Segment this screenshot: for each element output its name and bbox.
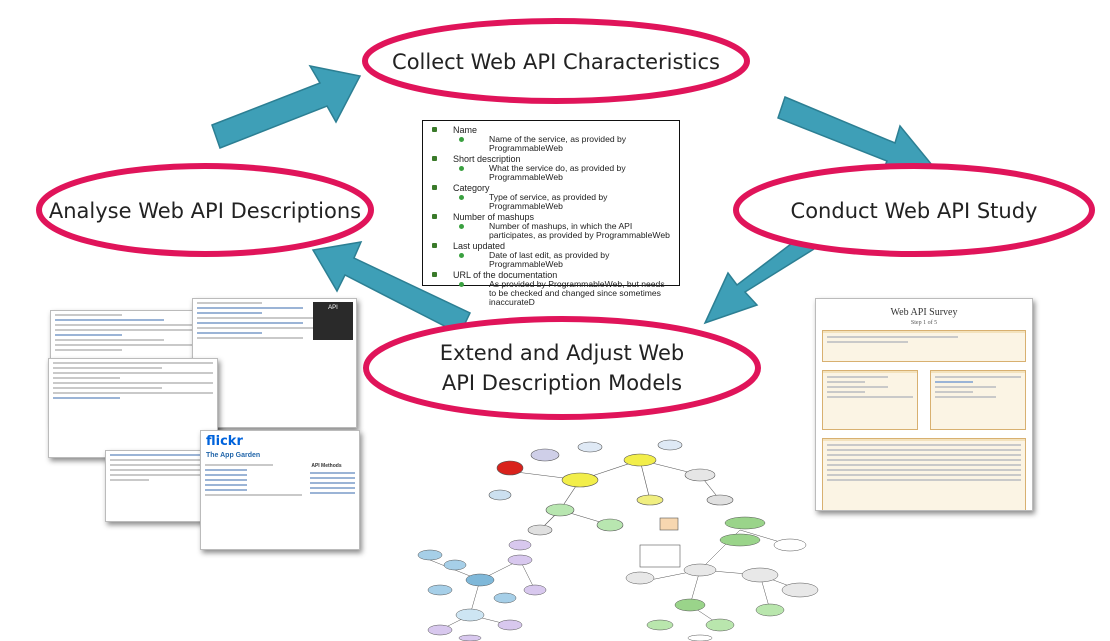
char-desc-4: Date of last edit, as provided by Progra… <box>429 251 673 269</box>
delicious-badge: API <box>313 302 353 340</box>
char-name-5: URL of the documentation <box>429 270 673 280</box>
model-graph-green <box>625 516 819 641</box>
flickr-heading: The App Garden <box>206 452 261 459</box>
char-desc-0: Name of the service, as provided by Prog… <box>429 135 673 153</box>
char-name-0: Name <box>429 125 673 135</box>
char-name-1: Short description <box>429 154 673 164</box>
flickr-logo: flickr <box>206 434 243 449</box>
model-graph-blue <box>417 539 547 641</box>
api-doc-screenshot-table <box>105 450 205 522</box>
survey-panel-left <box>822 370 918 430</box>
arrow-analyse-to-collect <box>211 64 362 149</box>
char-desc-3: Number of mashups, in which the API part… <box>429 222 673 240</box>
arrows <box>211 64 934 336</box>
model-graph-yellow <box>488 439 734 568</box>
flickr-side-heading: API Methods <box>311 463 342 469</box>
survey-step: Step 1 of 5 <box>910 320 938 326</box>
survey-panel-categories <box>822 438 1026 510</box>
conduct-label: Conduct Web API Study <box>791 199 1038 223</box>
extend-label-line2: API Description Models <box>442 371 682 395</box>
arrow-extend-to-analyse <box>311 241 472 336</box>
char-name-2: Category <box>429 183 673 193</box>
char-desc-1: What the service do, as provided by Prog… <box>429 164 673 182</box>
survey-panel-right <box>930 370 1026 430</box>
api-doc-screenshot-flickr: flickr The App Garden API Methods <box>200 430 360 550</box>
survey-panel-welcome <box>822 330 1026 362</box>
char-name-4: Last updated <box>429 241 673 251</box>
ellipse-analyse <box>36 163 374 257</box>
analyse-label: Analyse Web API Descriptions <box>49 199 361 223</box>
characteristics-list: Name Name of the service, as provided by… <box>422 120 680 307</box>
char-desc-5: As provided by ProgrammableWeb, but need… <box>429 280 673 307</box>
collect-label: Collect Web API Characteristics <box>392 50 720 74</box>
delicious-badge-label: API <box>328 305 338 311</box>
survey-screenshot: Web API Survey Step 1 of 5 <box>815 298 1033 511</box>
api-doc-screenshot-text <box>48 358 218 458</box>
extend-label-line1: Extend and Adjust Web <box>440 341 684 365</box>
survey-title: Web API Survey <box>890 307 958 318</box>
char-desc-2: Type of service, as provided by Programm… <box>429 193 673 211</box>
ellipse-conduct <box>733 163 1095 257</box>
ellipse-collect <box>362 18 750 104</box>
char-name-3: Number of mashups <box>429 212 673 222</box>
ellipse-extend <box>363 316 761 420</box>
api-doc-screenshot-delicious: API <box>192 298 357 428</box>
